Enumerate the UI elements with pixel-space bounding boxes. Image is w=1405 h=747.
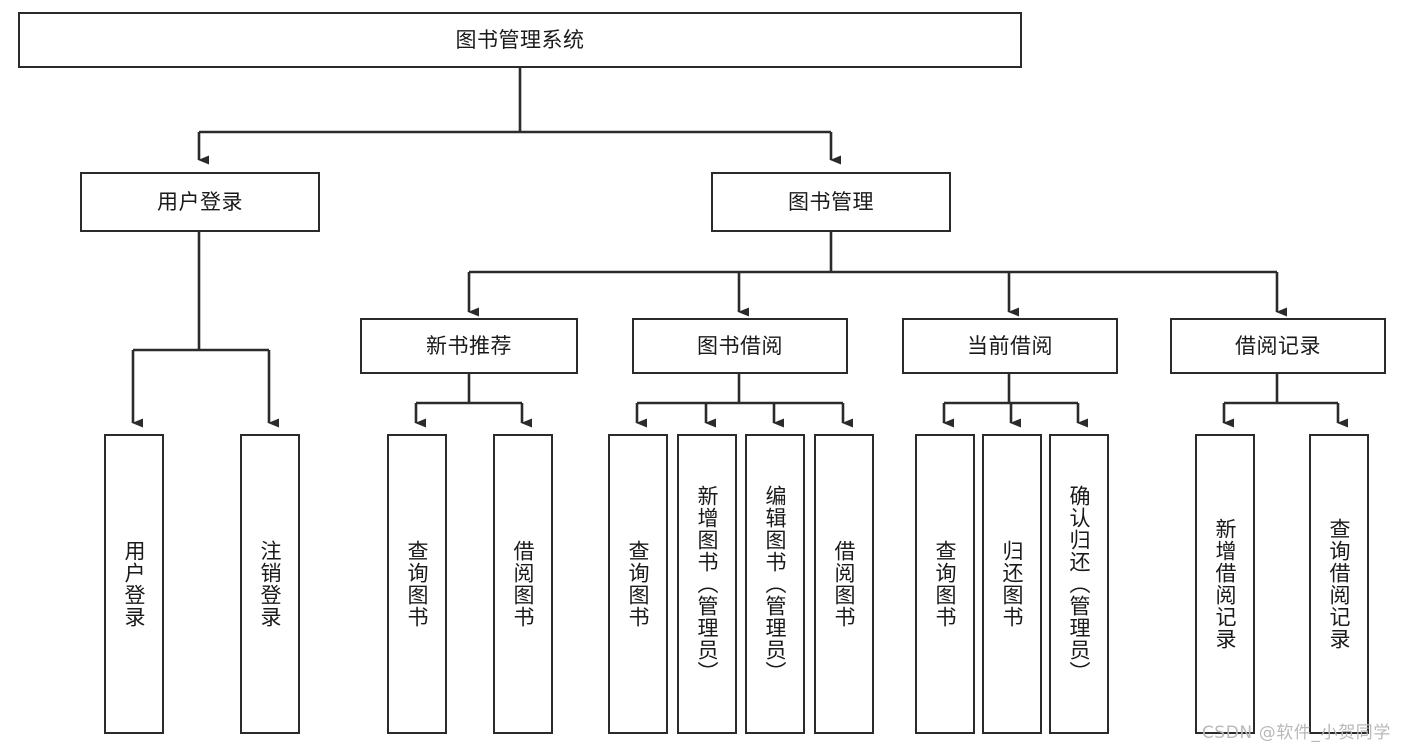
node-leaf-borrow-book-1[interactable]: 借阅图书 <box>493 434 553 734</box>
node-user-login[interactable]: 用户登录 <box>80 172 320 232</box>
node-label: 新书推荐 <box>426 333 512 358</box>
node-label: 查询图书 <box>933 540 958 628</box>
node-label: 用户登录 <box>157 189 243 214</box>
node-label: 新增图书（管理员） <box>695 485 720 683</box>
node-leaf-query-book-3[interactable]: 查询图书 <box>915 434 975 734</box>
node-leaf-query-book-2[interactable]: 查询图书 <box>608 434 668 734</box>
node-label: 借阅图书 <box>511 540 536 628</box>
csdn-watermark: CSDN @软件_小贺同学 <box>1201 723 1391 743</box>
node-label: 查询图书 <box>626 540 651 628</box>
node-leaf-query-book-1[interactable]: 查询图书 <box>387 434 447 734</box>
node-leaf-add-book[interactable]: 新增图书（管理员） <box>677 434 737 734</box>
node-leaf-return-book[interactable]: 归还图书 <box>982 434 1042 734</box>
node-book-borrow[interactable]: 图书借阅 <box>632 318 848 374</box>
node-label: 图书管理 <box>788 189 874 214</box>
node-label: 用户登录 <box>122 540 147 628</box>
node-new-book-recommend[interactable]: 新书推荐 <box>360 318 578 374</box>
node-leaf-user-login[interactable]: 用户登录 <box>104 434 164 734</box>
node-label: 确认归还（管理员） <box>1067 485 1092 683</box>
node-book-management[interactable]: 图书管理 <box>711 172 951 232</box>
node-label: 查询图书 <box>405 540 430 628</box>
node-leaf-query-borrow-record[interactable]: 查询借阅记录 <box>1309 434 1369 734</box>
node-current-borrow[interactable]: 当前借阅 <box>902 318 1118 374</box>
node-label: 当前借阅 <box>967 333 1053 358</box>
node-leaf-edit-book[interactable]: 编辑图书（管理员） <box>745 434 805 734</box>
node-label: 新增借阅记录 <box>1213 518 1238 650</box>
node-label: 借阅图书 <box>832 540 857 628</box>
node-label: 归还图书 <box>1000 540 1025 628</box>
node-borrow-record[interactable]: 借阅记录 <box>1170 318 1386 374</box>
node-label: 图书借阅 <box>697 333 783 358</box>
node-label: 查询借阅记录 <box>1327 518 1352 650</box>
node-label: 图书管理系统 <box>455 27 585 52</box>
node-leaf-borrow-book-2[interactable]: 借阅图书 <box>814 434 874 734</box>
node-leaf-logout-login[interactable]: 注销登录 <box>240 434 300 734</box>
node-label: 编辑图书（管理员） <box>763 485 788 683</box>
node-leaf-add-borrow-record[interactable]: 新增借阅记录 <box>1195 434 1255 734</box>
node-label: 注销登录 <box>258 540 283 628</box>
node-root-system[interactable]: 图书管理系统 <box>18 12 1022 68</box>
node-leaf-confirm-return[interactable]: 确认归还（管理员） <box>1049 434 1109 734</box>
node-label: 借阅记录 <box>1235 333 1321 358</box>
